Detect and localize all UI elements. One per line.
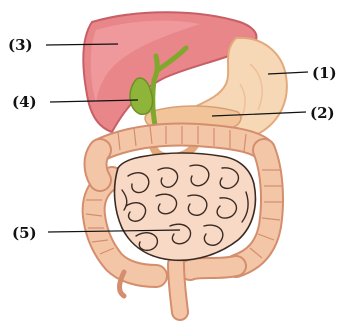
label-2: (2) (310, 104, 335, 122)
small-intestine (115, 153, 256, 260)
label-4: (4) (12, 93, 37, 111)
label-1: (1) (312, 64, 337, 82)
label-5: (5) (12, 224, 37, 242)
label-3: (3) (8, 36, 33, 54)
